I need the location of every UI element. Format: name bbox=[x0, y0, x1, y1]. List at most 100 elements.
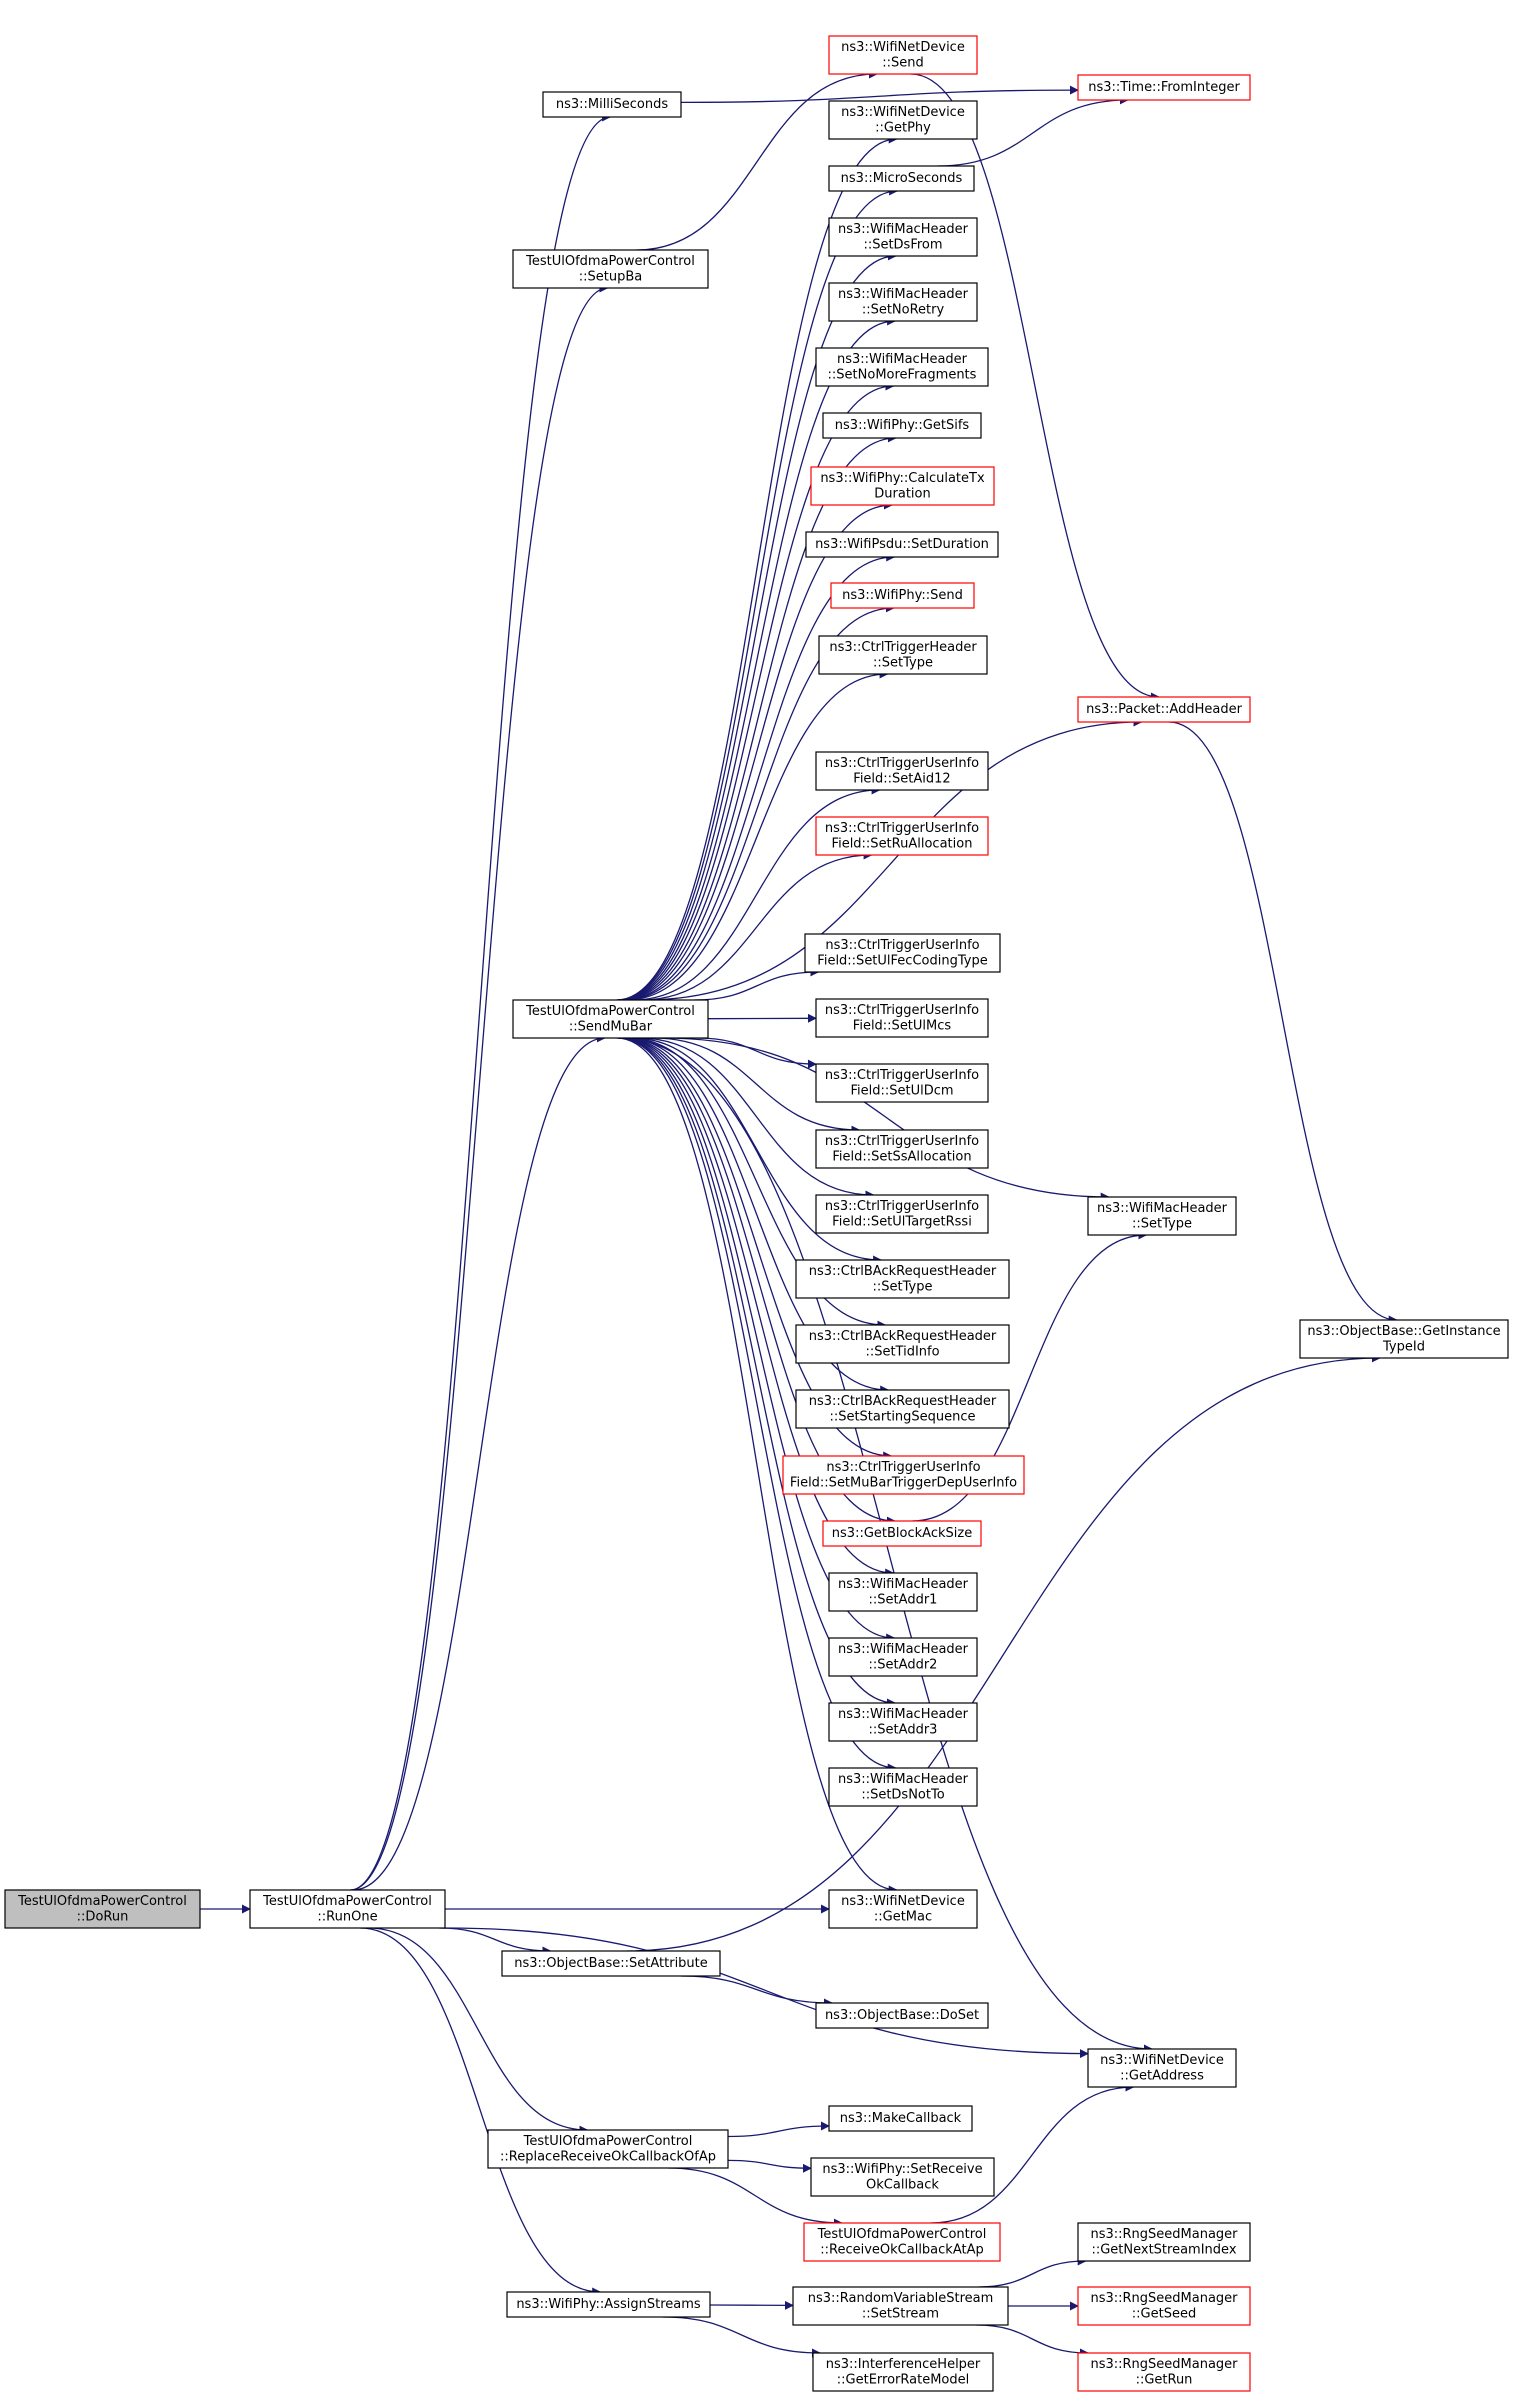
node-label: ns3::Time::FromInteger bbox=[1088, 80, 1240, 95]
node-label: ns3::WifiNetDevice bbox=[841, 105, 965, 120]
node-getSeed[interactable]: ns3::RngSeedManager::GetSeed bbox=[1077, 2286, 1251, 2326]
node-barSetStartSeq[interactable]: ns3::CtrlBAckRequestHeader::SetStartingS… bbox=[795, 1389, 1010, 1429]
node-box bbox=[487, 2129, 729, 2169]
node-label: TestUlOfdmaPowerControl bbox=[523, 2134, 693, 2149]
node-label: ns3::WifiPhy::SetReceive bbox=[822, 2162, 982, 2177]
node-label: ::SetAddr3 bbox=[869, 1722, 938, 1737]
node-setMuBarDep[interactable]: ns3::CtrlTriggerUserInfoField::SetMuBarT… bbox=[782, 1455, 1025, 1495]
call-edge bbox=[623, 603, 895, 1001]
edge-path bbox=[631, 1037, 883, 1265]
node-box bbox=[815, 1194, 989, 1234]
node-label: ::SetNoMoreFragments bbox=[828, 367, 977, 382]
node-box bbox=[822, 1520, 982, 1547]
node-label: ::SetAddr1 bbox=[869, 1592, 938, 1607]
node-getBlockAckSize[interactable]: ns3::GetBlockAckSize bbox=[822, 1520, 982, 1547]
node-doSet[interactable]: ns3::ObjectBase::DoSet bbox=[815, 2002, 989, 2029]
node-label: ns3::CtrlTriggerUserInfo bbox=[825, 1003, 979, 1018]
node-label: ns3::ObjectBase::DoSet bbox=[825, 2008, 979, 2023]
call-edge bbox=[616, 1037, 898, 1895]
node-receiveOkCbAtAp[interactable]: TestUlOfdmaPowerControl::ReceiveOkCallba… bbox=[803, 2222, 1001, 2262]
node-setSsAlloc[interactable]: ns3::CtrlTriggerUserInfoField::SetSsAllo… bbox=[815, 1129, 989, 1169]
node-label: ns3::WifiMacHeader bbox=[838, 1577, 969, 1592]
node-setDsNotTo[interactable]: ns3::WifiMacHeader::SetDsNotTo bbox=[828, 1767, 978, 1807]
node-label: ns3::CtrlBAckRequestHeader bbox=[809, 1264, 997, 1279]
node-getSifs[interactable]: ns3::WifiPhy::GetSifs bbox=[822, 412, 982, 439]
node-assignStreams[interactable]: ns3::WifiPhy::AssignStreams bbox=[506, 2291, 711, 2318]
node-box bbox=[542, 91, 682, 118]
edge-path bbox=[644, 717, 1143, 1001]
node-label: TestUlOfdmaPowerControl bbox=[525, 1004, 695, 1019]
node-setAddr1[interactable]: ns3::WifiMacHeader::SetAddr1 bbox=[828, 1572, 978, 1612]
node-barSetTidInfo[interactable]: ns3::CtrlBAckRequestHeader::SetTidInfo bbox=[795, 1324, 1010, 1364]
node-ctrlTrigSetType[interactable]: ns3::CtrlTriggerHeader::SetType bbox=[818, 635, 988, 675]
node-label: ns3::WifiMacHeader bbox=[838, 1642, 969, 1657]
node-box bbox=[828, 165, 975, 192]
node-setStream[interactable]: ns3::RandomVariableStream::SetStream bbox=[792, 2286, 1009, 2326]
edge-path bbox=[978, 2256, 1087, 2288]
node-box bbox=[828, 1702, 978, 1742]
node-setRuAlloc[interactable]: ns3::CtrlTriggerUserInfoField::SetRuAllo… bbox=[815, 816, 989, 856]
node-label: ns3::CtrlTriggerUserInfo bbox=[825, 938, 979, 953]
node-setUlTargetRssi[interactable]: ns3::CtrlTriggerUserInfoField::SetUlTarg… bbox=[815, 1194, 989, 1234]
node-setDsFrom[interactable]: ns3::WifiMacHeader::SetDsFrom bbox=[828, 217, 978, 257]
node-microSeconds[interactable]: ns3::MicroSeconds bbox=[828, 165, 975, 192]
node-getRun[interactable]: ns3::RngSeedManager::GetRun bbox=[1077, 2352, 1251, 2392]
node-runOne[interactable]: TestUlOfdmaPowerControl::RunOne bbox=[249, 1889, 446, 1929]
node-label: ns3::ObjectBase::GetInstance bbox=[1307, 1324, 1500, 1339]
edge-path bbox=[912, 1230, 1148, 1522]
node-wndSend[interactable]: ns3::WifiNetDevice::Send bbox=[828, 35, 978, 75]
node-wndGetPhy[interactable]: ns3::WifiNetDevice::GetPhy bbox=[828, 100, 978, 140]
edge-path bbox=[439, 1927, 552, 1956]
node-label: ::SetStartingSequence bbox=[829, 1409, 975, 1424]
node-timeFromInteger[interactable]: ns3::Time::FromInteger bbox=[1077, 74, 1251, 101]
node-makeCallback[interactable]: ns3::MakeCallback bbox=[828, 2105, 973, 2132]
node-setUlFec[interactable]: ns3::CtrlTriggerUserInfoField::SetUlFecC… bbox=[804, 933, 1001, 973]
node-setAddr3[interactable]: ns3::WifiMacHeader::SetAddr3 bbox=[828, 1702, 978, 1742]
node-box bbox=[828, 217, 978, 257]
node-label: Field::SetUlFecCodingType bbox=[817, 953, 987, 968]
call-edge bbox=[668, 2167, 843, 2228]
node-psduSetDur[interactable]: ns3::WifiPsdu::SetDuration bbox=[805, 531, 999, 558]
node-setNoRetry[interactable]: ns3::WifiMacHeader::SetNoRetry bbox=[828, 282, 978, 322]
node-setAttribute[interactable]: ns3::ObjectBase::SetAttribute bbox=[501, 1950, 721, 1977]
node-phySend[interactable]: ns3::WifiPhy::Send bbox=[830, 582, 975, 609]
node-label: ns3::CtrlTriggerUserInfo bbox=[825, 1134, 979, 1149]
node-label: OkCallback bbox=[866, 2177, 939, 2192]
edge-path bbox=[930, 2082, 1135, 2224]
node-box bbox=[1077, 2352, 1251, 2392]
node-wmhSetType[interactable]: ns3::WifiMacHeader::SetType bbox=[1087, 1196, 1237, 1236]
node-replaceCb[interactable]: TestUlOfdmaPowerControl::ReplaceReceiveO… bbox=[487, 2129, 729, 2169]
edge-path bbox=[632, 785, 881, 1001]
node-wndGetMac[interactable]: ns3::WifiNetDevice::GetMac bbox=[828, 1889, 978, 1929]
node-label: Field::SetUlTargetRssi bbox=[832, 1214, 972, 1229]
node-getErrorRateModel[interactable]: ns3::InterferenceHelper::GetErrorRateMod… bbox=[812, 2352, 994, 2392]
node-box bbox=[795, 1389, 1010, 1429]
node-sendMuBar[interactable]: TestUlOfdmaPowerControl::SendMuBar bbox=[512, 999, 709, 1039]
node-barSetType[interactable]: ns3::CtrlBAckRequestHeader::SetType bbox=[795, 1259, 1010, 1299]
node-wndGetAddress[interactable]: ns3::WifiNetDevice::GetAddress bbox=[1087, 2048, 1237, 2088]
node-getNextStreamIndex[interactable]: ns3::RngSeedManager::GetNextStreamIndex bbox=[1077, 2222, 1251, 2262]
node-box bbox=[1087, 2048, 1237, 2088]
edge-path bbox=[638, 1037, 875, 1200]
node-setupBa[interactable]: TestUlOfdmaPowerControl::SetupBa bbox=[512, 249, 709, 289]
call-edge bbox=[350, 283, 609, 1891]
node-packetAddHeader[interactable]: ns3::Packet::AddHeader bbox=[1077, 696, 1251, 723]
node-setNoMoreFrag[interactable]: ns3::WifiMacHeader::SetNoMoreFragments bbox=[815, 347, 989, 387]
node-label: ns3::WifiPhy::AssignStreams bbox=[516, 2297, 701, 2312]
node-label: TestUlOfdmaPowerControl bbox=[525, 254, 695, 269]
node-label: ns3::WifiMacHeader bbox=[838, 1707, 969, 1722]
node-setAddr2[interactable]: ns3::WifiMacHeader::SetAddr2 bbox=[828, 1637, 978, 1677]
call-edge bbox=[636, 69, 878, 251]
node-milliSeconds[interactable]: ns3::MilliSeconds bbox=[542, 91, 682, 118]
edge-path bbox=[694, 967, 820, 1001]
node-label: ns3::CtrlBAckRequestHeader bbox=[809, 1394, 997, 1409]
node-box bbox=[815, 751, 989, 791]
node-label: ::SendMuBar bbox=[569, 1019, 653, 1034]
